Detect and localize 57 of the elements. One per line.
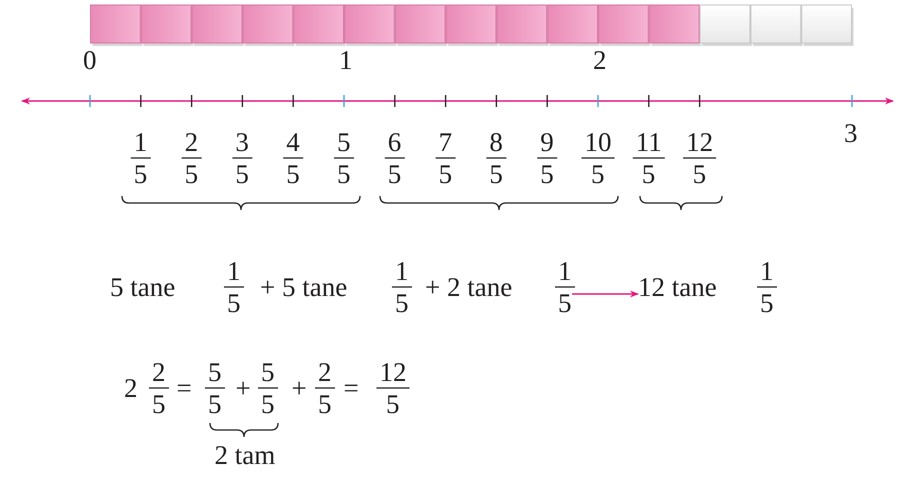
- numerator: 1: [227, 258, 240, 285]
- denominator: 5: [760, 290, 774, 317]
- math-text: 5 tane: [110, 274, 176, 300]
- numerator: 2: [152, 359, 166, 386]
- denominator: 5: [388, 161, 402, 188]
- numerator: 9: [540, 129, 554, 156]
- number-label: 0: [83, 46, 96, 74]
- math-text: +: [292, 374, 307, 402]
- denominator: 5: [642, 161, 656, 188]
- math-text: =: [176, 374, 192, 402]
- math-text: 2 tam: [214, 442, 276, 468]
- numerator: 1: [558, 258, 572, 285]
- numerator: 7: [438, 129, 452, 156]
- denominator: 5: [540, 161, 554, 188]
- arrow: [572, 290, 639, 298]
- number-label: 2: [593, 46, 606, 74]
- denominator: 5: [318, 391, 332, 418]
- denominator: 5: [184, 161, 198, 188]
- numerator: 12: [380, 359, 406, 386]
- numerator: 8: [489, 129, 503, 156]
- denominator: 5: [337, 161, 350, 188]
- number-label: 1: [339, 46, 352, 74]
- numerator: 5: [261, 359, 274, 386]
- numerator: 1: [134, 129, 148, 156]
- denominator: 5: [286, 161, 300, 188]
- math-text: + 5 tane: [260, 274, 348, 300]
- math-text: 12 tane: [638, 274, 717, 300]
- math-text: + 2 tane: [425, 274, 512, 300]
- numerator: 1: [760, 258, 774, 285]
- denominator: 5: [152, 391, 166, 418]
- denominator: 5: [558, 290, 572, 317]
- math-text: 2: [124, 374, 138, 402]
- numerator: 4: [286, 129, 300, 156]
- denominator: 5: [692, 161, 706, 188]
- denominator: 5: [395, 290, 408, 317]
- denominator: 5: [438, 161, 452, 188]
- numerator: 6: [388, 129, 402, 156]
- numerator: 2: [318, 359, 332, 386]
- denominator: 5: [235, 161, 249, 188]
- denominator: 5: [489, 161, 503, 188]
- denominator: 5: [386, 391, 400, 418]
- numerator: 5: [337, 129, 350, 156]
- denominator: 5: [134, 161, 148, 188]
- denominator: 5: [208, 391, 222, 418]
- denominator: 5: [261, 391, 274, 418]
- numerator: 1: [395, 258, 408, 285]
- numerator: 5: [208, 359, 222, 386]
- numerator: 11: [636, 129, 662, 156]
- numerator: 2: [184, 129, 198, 156]
- number-label: 3: [844, 120, 858, 146]
- denominator: 5: [227, 290, 240, 317]
- numerator: 3: [235, 129, 249, 156]
- math-text: =: [344, 374, 359, 402]
- numerator: 10: [584, 129, 612, 156]
- math-text: +: [236, 374, 251, 402]
- denominator: 5: [591, 161, 604, 188]
- numerator: 12: [686, 129, 714, 156]
